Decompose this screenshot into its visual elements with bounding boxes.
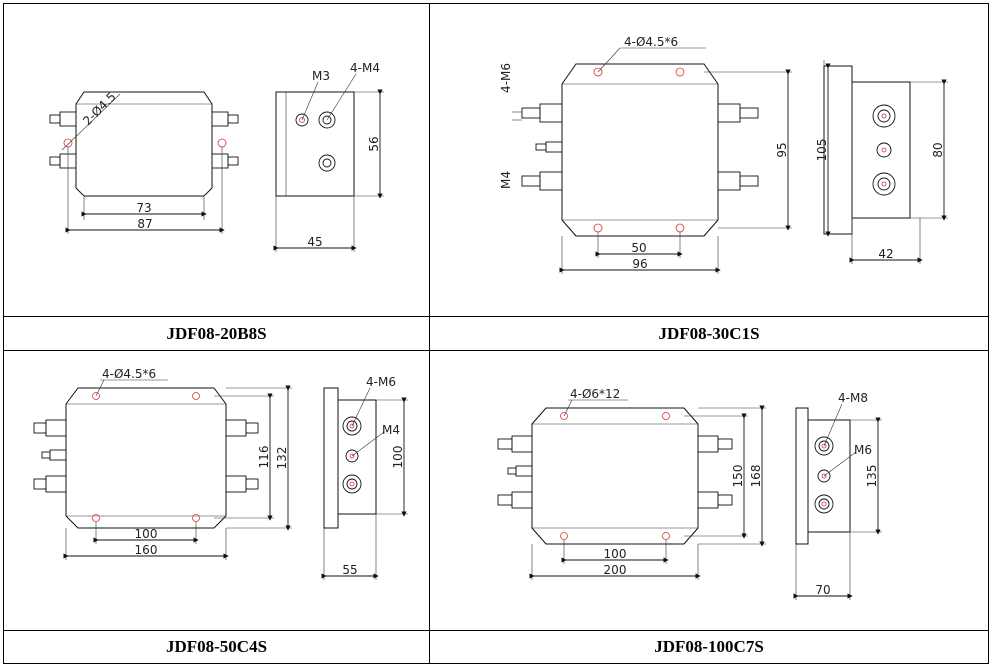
- panel-4-side-view: 4-M8 M6 135 70: [793, 391, 882, 600]
- p4-small-term: M6: [854, 443, 872, 457]
- panel-1-side-view: M3 4-M4 56 45: [273, 61, 384, 252]
- p3-hole-note: 4-Ø4.5*6: [102, 367, 156, 381]
- p4-dim-70: 70: [815, 583, 830, 597]
- p2-left-top: 4-M6: [499, 63, 513, 93]
- p3-dim-100: 100: [135, 527, 158, 541]
- p1-dim-73: 73: [136, 201, 151, 215]
- p3-dim-160: 160: [135, 543, 158, 557]
- p4-big-term: 4-M8: [838, 391, 868, 405]
- p4-dim-200: 200: [604, 563, 627, 577]
- p3-small-term: M4: [382, 423, 400, 437]
- p2-dim-50: 50: [631, 241, 646, 255]
- panel-3-side-view: 4-M6 M4 100 55: [321, 375, 408, 580]
- p4-dim-168: 168: [749, 465, 763, 488]
- p3-big-term: 4-M6: [366, 375, 396, 389]
- p2-dim-95: 95: [775, 142, 789, 157]
- p1-big-term: 4-M4: [350, 61, 380, 75]
- panel-1-drawing: [3, 3, 430, 317]
- panel-4-caption: JDF08-100C7S: [429, 630, 989, 664]
- panel-1-front-view: 2-Ø4.5 73 87: [49, 90, 239, 234]
- p1-dim-56: 56: [367, 136, 381, 151]
- p4-dim-135: 135: [865, 465, 879, 488]
- p2-dim-105: 105: [815, 139, 829, 162]
- p2-dim-96: 96: [632, 257, 647, 271]
- p3-dim-132: 132: [275, 447, 289, 470]
- p4-dim-100: 100: [604, 547, 627, 561]
- p1-dim-45: 45: [307, 235, 322, 249]
- p4-dim-150: 150: [731, 465, 745, 488]
- p3-dim-100-side: 100: [391, 446, 405, 469]
- p3-dim-55: 55: [342, 563, 357, 577]
- p4-hole-note: 4-Ø6*12: [570, 387, 620, 401]
- p2-left-bottom: M4: [499, 171, 513, 189]
- p2-hole-note: 4-Ø4.5*6: [624, 35, 678, 49]
- panel-2-side-view: 105 80 42: [815, 60, 948, 264]
- panel-3-front-view: 4-Ø4.5*6 100 160 116 132: [33, 367, 292, 560]
- panel-4-front-view: 4-Ø6*12 100 200 150 168: [497, 387, 766, 580]
- panel-2-front-view: 4-Ø4.5*6 4-M6 M4 50 96 95: [499, 35, 792, 274]
- p1-small-term: M3: [312, 69, 330, 83]
- p3-dim-116: 116: [257, 446, 271, 469]
- p2-dim-42: 42: [878, 247, 893, 261]
- p2-dim-80: 80: [931, 142, 945, 157]
- p1-dim-87: 87: [137, 217, 152, 231]
